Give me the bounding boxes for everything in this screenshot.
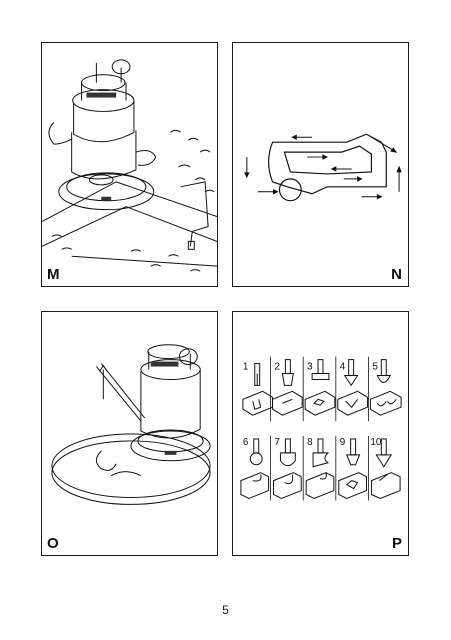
router-with-edge-guide-illustration	[42, 59, 217, 272]
panel-label: N	[391, 266, 402, 283]
panel-m: M	[41, 42, 218, 287]
bit-number: 8	[307, 437, 313, 448]
panel-label: P	[391, 535, 402, 552]
panel-label: M	[47, 266, 60, 283]
router-circle-cutting-illustration	[51, 344, 211, 505]
bit-number: 5	[372, 362, 378, 373]
panel-n: N	[232, 42, 409, 287]
routing-direction-diagram	[244, 133, 402, 202]
panel-p: 1 2 3 4 5 6 7 8 9 10	[232, 311, 409, 556]
bit-number: 2	[275, 362, 281, 373]
bit-number: 1	[243, 362, 249, 373]
bit-number: 6	[243, 437, 249, 448]
panel-label: O	[47, 535, 59, 552]
bit-number: 9	[340, 437, 346, 448]
page-number: 5	[222, 603, 229, 617]
bit-number: 4	[340, 362, 346, 373]
bit-number: 10	[370, 437, 381, 448]
router-bits-chart: 1 2 3 4 5 6 7 8 9 10	[240, 356, 402, 501]
bit-number: 3	[307, 362, 313, 373]
bit-number: 7	[275, 437, 281, 448]
panel-o: O	[41, 311, 218, 556]
